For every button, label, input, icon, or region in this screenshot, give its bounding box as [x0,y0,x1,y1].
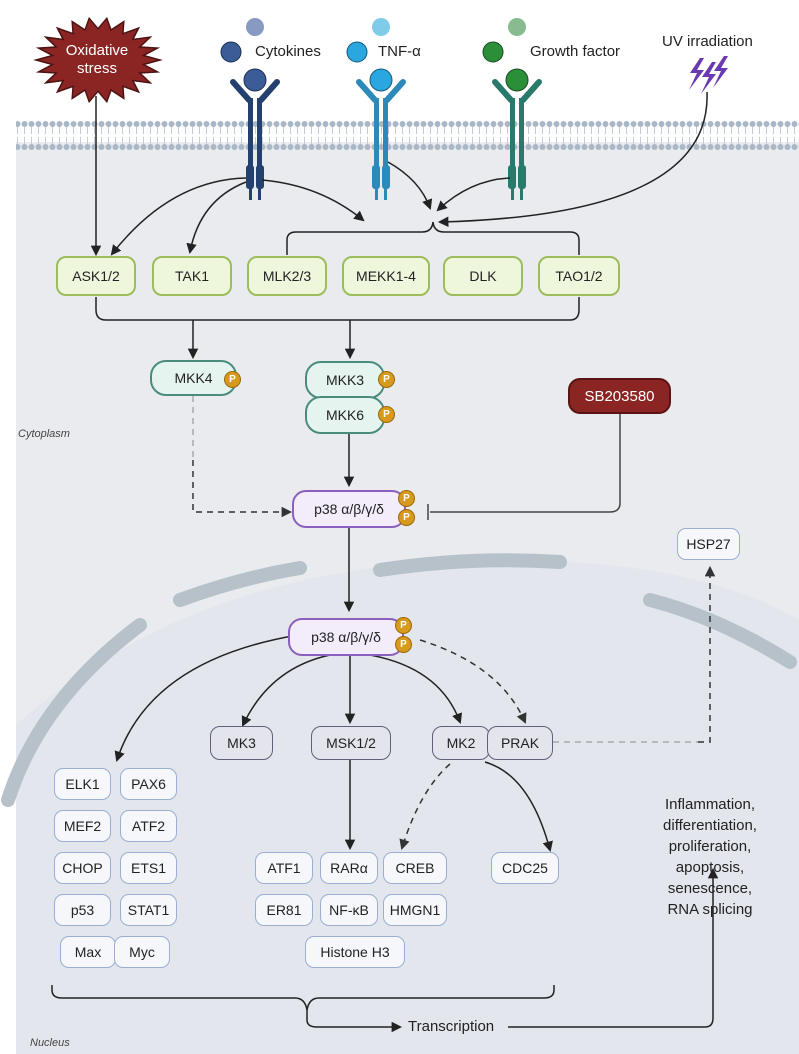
cellular-outcomes: Inflammation, differentiation, prolifera… [630,794,790,920]
kinase-mekk: MEKK1-4 [342,256,430,296]
ligands [220,18,526,63]
outcome-line: senescence, [667,880,753,897]
uv-label: UV irradiation [662,33,753,50]
tf-chop: CHOP [54,852,111,884]
gf-ligand-light-icon [508,18,526,36]
cytoplasm-label: Cytoplasm [18,428,70,440]
phospho-icon: P [398,490,415,507]
tf-stat1: STAT1 [120,894,177,926]
growth-factor-label: Growth factor [530,43,621,60]
outcome-line: RNA splicing [667,901,753,918]
tnf-ligand-icon [346,41,368,63]
oxidative-stress-line2: stress [76,60,117,77]
phospho-icon: P [378,371,395,388]
oxidative-stress-burst [33,16,163,104]
phospho-icon: P [395,636,412,653]
tf-max: Max [60,936,116,968]
msk12: MSK1/2 [311,726,391,760]
tf-rara: RARα [320,852,378,884]
mkk3: MKK3 [305,361,385,399]
tf-creb: CREB [383,852,447,884]
cytokine-ligand-light-icon [246,18,264,36]
phospho-icon: P [224,371,241,388]
upstream-arrows [90,91,708,613]
tnf-ligand-light-icon [372,18,390,36]
tf-hmgn1: HMGN1 [383,894,447,926]
tf-mef2: MEF2 [54,810,111,842]
tf-elk1: ELK1 [54,768,111,800]
prak: PRAK [487,726,553,760]
mk2: MK2 [432,726,490,760]
outcome-line: apoptosis, [675,859,745,876]
phospho-icon: P [398,509,415,526]
downstream-arrows [114,634,553,853]
outcome-line: differentiation, [663,817,757,834]
kinase-dlk: DLK [443,256,523,296]
nucleus-label: Nucleus [30,1037,70,1049]
tf-atf2: ATF2 [120,810,177,842]
tf-p53: p53 [54,894,111,926]
tf-er81: ER81 [255,894,313,926]
tnf-label: TNF-α [378,43,421,60]
mkk4: MKK4 [150,360,237,396]
outcome-line: Inflammation, [664,796,756,813]
mkk6: MKK6 [305,396,385,434]
cytokine-receptor-icon [230,68,280,200]
tf-histone-h3: Histone H3 [305,936,405,968]
tf-atf1: ATF1 [255,852,313,884]
tnf-receptor-icon [356,68,406,200]
p38-nuclear: p38 α/β/γ/δ [288,618,404,656]
tf-myc: Myc [114,936,170,968]
kinase-mlk: MLK2/3 [247,256,327,296]
nucleus-area [1,553,799,1054]
plasma-membrane [16,120,799,152]
mk3: MK3 [210,726,273,760]
phospho-icon: P [395,617,412,634]
dashed-arrows [399,565,716,851]
hsp27: HSP27 [677,528,740,560]
transcription-label: Transcription [408,1018,495,1035]
p38-cytoplasmic: p38 α/β/γ/δ [292,490,406,528]
cytokines-label: Cytokines [255,43,321,60]
uv-lightning-icon [689,56,728,94]
kinase-tak1: TAK1 [152,256,232,296]
oxidative-stress-label: Oxidative stress [52,42,142,78]
phospho-icon: P [378,406,395,423]
kinase-ask: ASK1/2 [56,256,136,296]
inhibitor-line [427,413,621,520]
transcription-brace [51,867,719,1033]
sb203580-inhibitor: SB203580 [568,378,671,414]
oxidative-stress-line1: Oxidative [65,42,129,59]
growth-factor-receptor-icon [492,68,542,200]
tf-pax6: PAX6 [120,768,177,800]
kinase-tao: TAO1/2 [538,256,620,296]
tf-ets1: ETS1 [120,852,177,884]
tf-nfkb: NF-κB [320,894,378,926]
outcome-line: proliferation, [668,838,752,855]
cytokine-ligand-icon [220,41,242,63]
gf-ligand-icon [482,41,504,63]
cdc25: CDC25 [491,852,559,884]
